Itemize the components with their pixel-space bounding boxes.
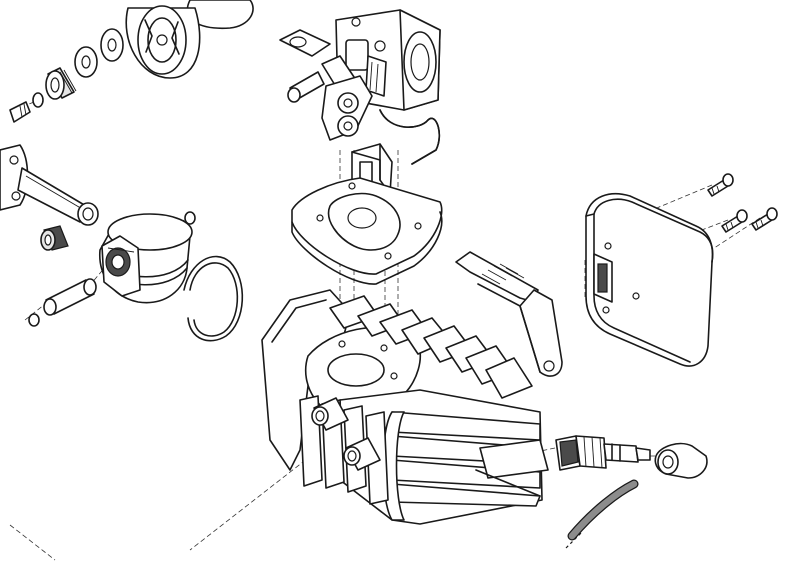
screw-icon bbox=[707, 173, 734, 197]
clutch-drum-icon bbox=[125, 0, 254, 79]
screw-icon bbox=[751, 207, 778, 231]
carburetor-icon bbox=[279, 9, 441, 165]
circlip-icon bbox=[9, 92, 44, 123]
piston-pin-icon bbox=[43, 278, 97, 316]
spark-plug-icon bbox=[555, 435, 651, 471]
muffler-icon bbox=[585, 192, 714, 367]
needle-bearing-icon bbox=[45, 67, 77, 100]
ignition-lead-icon bbox=[565, 479, 639, 549]
screw-icon bbox=[721, 209, 748, 233]
washer-icon bbox=[74, 28, 124, 78]
connecting-rod-icon bbox=[0, 144, 99, 226]
piston-ring-icon bbox=[183, 255, 244, 342]
cylinder-icon bbox=[261, 289, 549, 525]
bracket-icon bbox=[455, 251, 563, 377]
intake-flange-icon bbox=[291, 177, 443, 285]
circlip-icon bbox=[28, 211, 196, 327]
piston-icon bbox=[99, 213, 193, 304]
needle-bearing-icon bbox=[40, 225, 69, 251]
spark-plug-boot-icon bbox=[654, 442, 708, 479]
